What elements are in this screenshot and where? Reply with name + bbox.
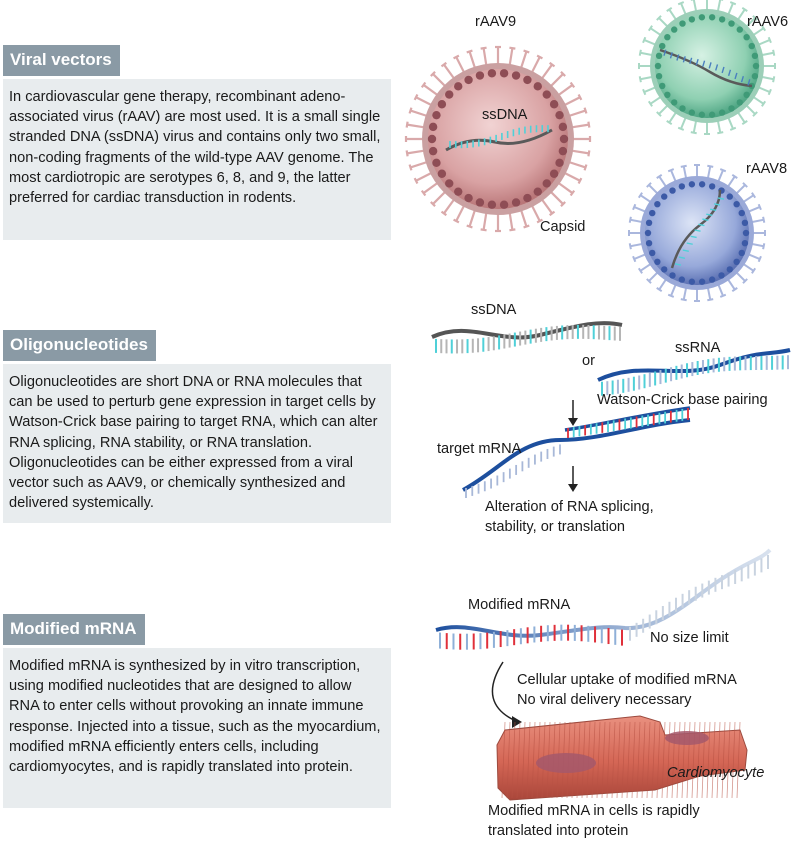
oligo-ssdna-label: ssDNA — [471, 302, 517, 318]
arrow-down-icon-2 — [568, 466, 578, 492]
modified-mrna-label: Modified mRNA — [468, 597, 571, 613]
section-body-viral-vectors: In cardiovascular gene therapy, recombin… — [3, 79, 391, 240]
oligonucleotides-text: Oligonucleotides are short DNA or RNA mo… — [9, 374, 378, 512]
modified-mrna-strand-icon — [435, 548, 772, 650]
ssdna-strand-icon — [431, 321, 623, 354]
modified-mrna-text: Modified mRNA is synthesized by in vitro… — [9, 658, 381, 776]
watson-crick-label: Watson-Crick base pairing — [597, 392, 768, 408]
raav9-label: rAAV9 — [475, 14, 517, 30]
no-size-limit-label: No size limit — [650, 630, 729, 646]
raav6-label: rAAV6 — [747, 14, 789, 30]
oligo-ssrna-label: ssRNA — [675, 340, 721, 356]
raav8-label: rAAV8 — [746, 161, 788, 177]
section-title-modified-mrna: Modified mRNA — [3, 614, 145, 645]
viral-vectors-text: In cardiovascular gene therapy, recombin… — [9, 89, 381, 207]
or-label: or — [582, 353, 595, 369]
section-title-viral-vectors: Viral vectors — [3, 45, 120, 76]
cardiomyocyte-cell-icon — [496, 715, 748, 801]
cardiomyocyte-label: Cardiomyocyte — [667, 765, 765, 781]
translated-label: Modified mRNA in cells is rapidly transl… — [488, 803, 700, 839]
raav9-virus-icon — [404, 45, 592, 233]
target-mrna-label: target mRNA — [437, 441, 522, 457]
ssrna-strand-icon — [597, 348, 791, 396]
raav6-virus-icon — [638, 0, 776, 135]
capsid-label: Capsid — [540, 219, 586, 235]
raav8-virus-icon — [628, 164, 766, 302]
section-body-oligonucleotides: Oligonucleotides are short DNA or RNA mo… — [3, 364, 391, 523]
arrow-down-icon — [568, 400, 578, 426]
alteration-label: Alteration of RNA splicing, stability, o… — [485, 499, 654, 535]
section-title-oligonucleotides: Oligonucleotides — [3, 330, 156, 361]
target-mrna-duplex-icon — [462, 406, 691, 498]
section-body-modified-mrna: Modified mRNA is synthesized by in vitro… — [3, 648, 391, 808]
viral-ssdna-label: ssDNA — [482, 107, 528, 123]
cellular-uptake-label: Cellular uptake of modified mRNA No vira… — [517, 672, 737, 708]
